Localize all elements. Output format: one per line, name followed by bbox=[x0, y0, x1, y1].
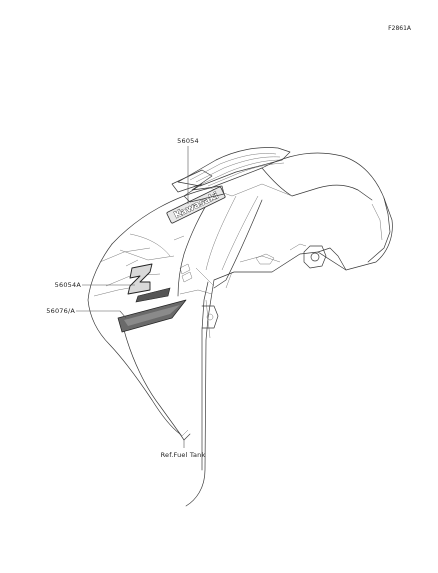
z-badge-letter bbox=[127, 263, 153, 295]
emblem-plate bbox=[166, 186, 226, 224]
label-stripe[interactable]: 56076/A bbox=[46, 307, 75, 315]
z-outline-graphic bbox=[171, 169, 225, 203]
figure-code: F2861A bbox=[388, 25, 412, 32]
stripe-decal[interactable] bbox=[117, 299, 187, 333]
leader-lines bbox=[76, 146, 189, 448]
z-badge-decal[interactable] bbox=[127, 263, 171, 303]
leader-stripe-tip bbox=[119, 310, 127, 319]
stripe-highlight bbox=[124, 305, 180, 326]
fuel-tank-cover bbox=[87, 147, 393, 507]
label-emblem[interactable]: 56054 bbox=[177, 137, 199, 145]
label-reference: Ref.Fuel Tank bbox=[161, 451, 206, 459]
z-badge-bar bbox=[135, 287, 171, 303]
label-z-badge[interactable]: 56054A bbox=[55, 281, 82, 289]
